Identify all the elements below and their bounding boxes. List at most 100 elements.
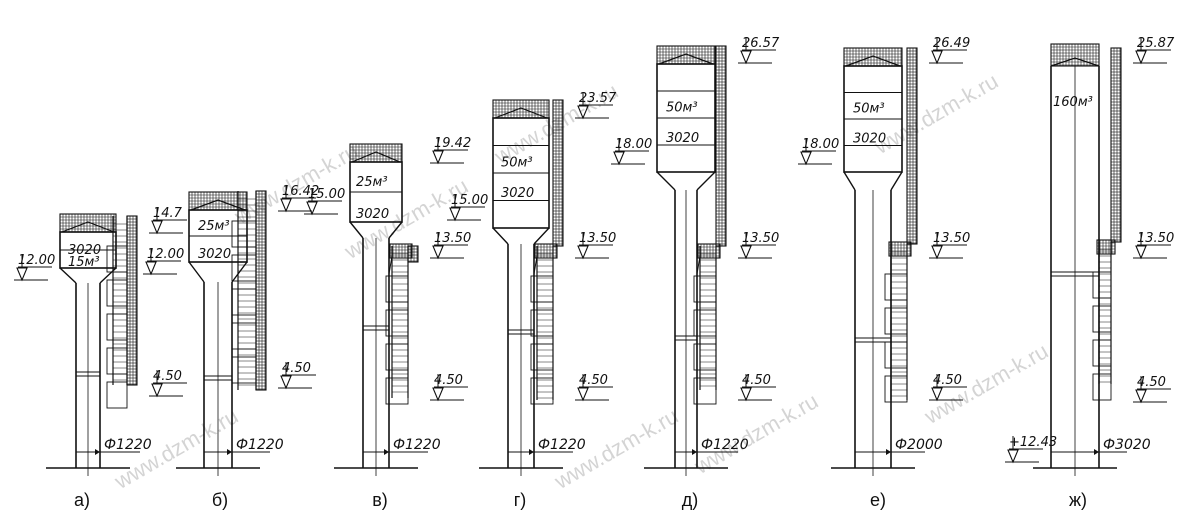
railing-grid	[552, 99, 564, 247]
elevation-label: 4.50	[933, 373, 962, 388]
tower-caption: д)	[682, 490, 699, 510]
elevation-triangle	[145, 261, 157, 276]
elevation-triangle	[306, 201, 318, 216]
diameter-label: Ф2000	[895, 437, 943, 453]
cage-hoop	[1092, 373, 1112, 401]
elevation-triangle	[577, 387, 589, 402]
cage-hoop	[1092, 271, 1112, 299]
elevation-triangle	[432, 387, 444, 402]
cage-hoop	[106, 347, 128, 375]
elevation-mark: 25.87	[1133, 36, 1175, 65]
elevation-label: 4.50	[153, 369, 182, 384]
tank-volume-label: 50м³	[666, 101, 698, 116]
elevation-label: 12.00	[147, 247, 184, 262]
roof-outline	[494, 107, 548, 119]
cage-hoop	[1092, 305, 1112, 333]
railing-outline	[1110, 47, 1122, 243]
elevation-mark: 13.50	[430, 231, 471, 260]
elevation-triangle	[1007, 449, 1019, 464]
tower-caption: г)	[514, 490, 527, 510]
elevation-mark: 19.42	[430, 136, 471, 165]
tank-volume-label: 50м³	[853, 102, 885, 117]
diameter-dimension: Ф2000	[855, 437, 943, 455]
elevation-label: 23.57	[579, 91, 617, 106]
watermark-text: www.dzm-k.ru	[689, 388, 822, 479]
elevation-label: 18.00	[615, 137, 652, 152]
elevation-label: 4.50	[579, 373, 608, 388]
elevation-triangle	[280, 375, 292, 390]
platform-brace	[696, 255, 701, 275]
elevation-label: 26.57	[742, 36, 780, 51]
railing-grid	[59, 213, 117, 233]
roof-outline	[1050, 57, 1100, 67]
diameter-arrow	[692, 449, 697, 455]
elevation-mark: 4.50	[929, 373, 967, 402]
platform-brace	[533, 255, 538, 275]
diameter-label: Ф1220	[236, 437, 284, 453]
cage-hoop	[530, 275, 554, 303]
diameter-dimension: Ф1220	[508, 437, 586, 455]
tower-caption: в)	[372, 490, 388, 510]
railing-outline	[389, 243, 413, 259]
cage-hoop	[884, 375, 908, 403]
railing-grid	[255, 190, 267, 391]
elevation-triangle	[151, 220, 163, 235]
elevation-triangle	[449, 207, 461, 222]
diameter-arrow	[1094, 449, 1099, 455]
elevation-label: 4.50	[1137, 375, 1166, 390]
railing-outline	[255, 190, 267, 391]
elevation-label: 4.50	[742, 373, 771, 388]
tank-pipe-label: 3020	[853, 131, 886, 146]
elevation-label: 18.00	[802, 137, 839, 152]
cage-hoop	[693, 343, 717, 371]
elevation-label: 15.00	[308, 187, 345, 202]
cage-hoop	[530, 377, 554, 405]
cage-hoop	[385, 343, 409, 371]
elevation-triangle	[16, 267, 28, 282]
elevation-triangle	[432, 150, 444, 165]
elevation-label: 13.50	[579, 231, 616, 246]
diameter-label: Ф1220	[104, 437, 152, 453]
cage-hoop	[1092, 339, 1112, 367]
elevation-triangle	[931, 245, 943, 260]
roof-outline	[658, 53, 714, 65]
cage-hoop	[385, 275, 409, 303]
railing-grid	[1050, 43, 1100, 67]
tower-caption: е)	[870, 490, 886, 510]
railing-outline	[888, 241, 912, 257]
tank-cone	[349, 221, 403, 239]
diameter-dimension: Ф3020	[1051, 437, 1151, 455]
elevation-triangle	[740, 50, 752, 65]
tank-volume-label: 15м³	[68, 255, 100, 270]
cage-hoop	[530, 309, 554, 337]
elevation-triangle	[432, 245, 444, 260]
elevation-label: 12.00	[18, 253, 55, 268]
diameter-dimension: Ф1220	[76, 437, 152, 455]
tank-cone	[843, 171, 903, 191]
ladder-cage	[693, 246, 717, 405]
tank-pipe-label: 3020	[501, 186, 534, 201]
diameter-label: Ф1220	[393, 437, 441, 453]
elevation-mark: 4.50	[278, 361, 316, 390]
railing-grid	[715, 45, 727, 247]
tank-volume-label: 25м³	[198, 219, 230, 234]
tower-caption: а)	[74, 490, 90, 510]
roof-outline	[845, 55, 901, 67]
ladder-cage	[231, 191, 257, 390]
ladder-cage	[1092, 242, 1112, 401]
railing-grid	[888, 241, 912, 257]
elevation-mark: 18.00	[798, 137, 839, 166]
tank-volume-label: 160м³	[1053, 95, 1093, 110]
elevation-triangle	[577, 245, 589, 260]
cage-hoop	[693, 377, 717, 405]
elevation-triangle	[740, 387, 752, 402]
elevation-triangle	[1135, 50, 1147, 65]
elevation-label: 15.00	[451, 193, 488, 208]
railing-outline	[906, 47, 918, 245]
cage-hoop	[385, 309, 409, 337]
diameter-label: Ф1220	[538, 437, 586, 453]
elevation-triangle	[740, 245, 752, 260]
